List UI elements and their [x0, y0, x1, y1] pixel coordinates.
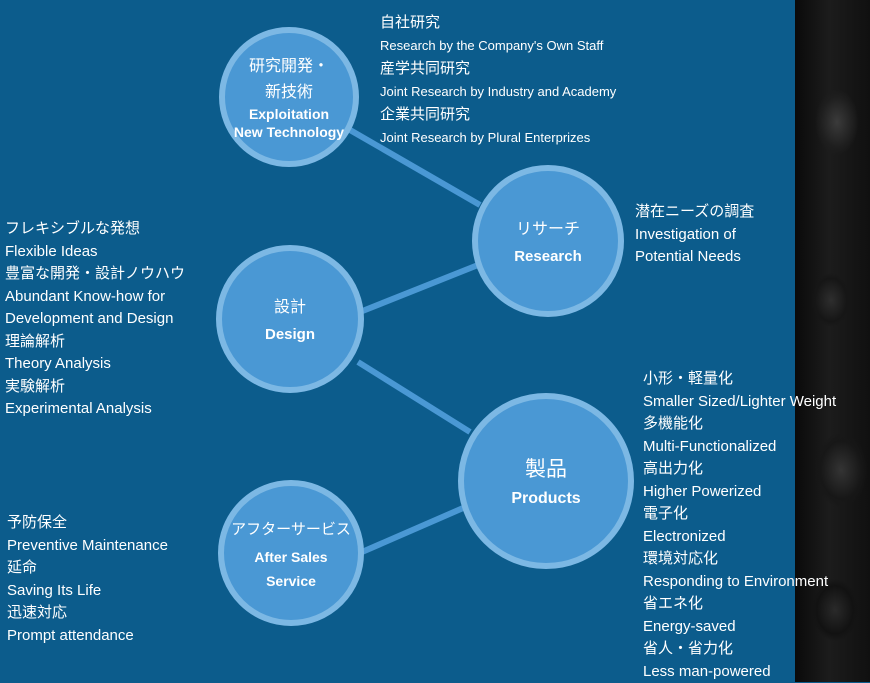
node-after-sales-en-1: After Sales — [254, 548, 327, 566]
design-item: フレキシブルな発想 — [5, 218, 185, 241]
products-item: 多機能化 — [643, 413, 836, 436]
node-design: 設計 Design — [216, 245, 364, 393]
products-item: 高出力化 — [643, 458, 836, 481]
after-sales-item: 延命 — [7, 557, 168, 580]
node-products: 製品 Products — [458, 393, 634, 569]
products-item: 小形・軽量化 — [643, 368, 836, 391]
node-design-en: Design — [265, 326, 315, 344]
products-item: Energy-saved — [643, 616, 836, 639]
products-item: Multi-Functionalized — [643, 436, 836, 459]
products-item: 省エネ化 — [643, 593, 836, 616]
products-item: 省人・省力化 — [643, 638, 836, 661]
node-exploitation: 研究開発・ 新技術 Exploitation New Technology — [219, 27, 359, 167]
products-item: Electronized — [643, 526, 836, 549]
node-exploitation-en-2: New Technology — [234, 123, 344, 141]
node-research-en: Research — [514, 248, 582, 266]
products-text-block: 小形・軽量化 Smaller Sized/Lighter Weight 多機能化… — [643, 368, 836, 683]
node-products-jp: 製品 — [525, 454, 567, 484]
design-item: Flexible Ideas — [5, 241, 185, 264]
after-sales-item: Saving Its Life — [7, 580, 168, 603]
node-after-sales-jp: アフターサービス — [231, 516, 351, 542]
design-item: 豊富な開発・設計ノウハウ — [5, 263, 185, 286]
products-item: Smaller Sized/Lighter Weight — [643, 391, 836, 414]
exploitation-item: 企業共同研究 — [380, 103, 616, 126]
node-products-en: Products — [511, 490, 580, 508]
node-research: リサーチ Research — [472, 165, 624, 317]
after-sales-item: 迅速対応 — [7, 602, 168, 625]
connector-design-products — [358, 362, 470, 432]
connector-aftersales-products — [362, 505, 470, 552]
design-item: Abundant Know-how for — [5, 286, 185, 309]
research-item: 潜在ニーズの調査 — [635, 201, 754, 224]
design-item: Experimental Analysis — [5, 398, 185, 421]
after-sales-item: Preventive Maintenance — [7, 535, 168, 558]
node-after-sales-en-2: Service — [266, 572, 316, 590]
design-text-block: フレキシブルな発想 Flexible Ideas 豊富な開発・設計ノウハウ Ab… — [5, 218, 185, 421]
exploitation-item: 自社研究 — [380, 11, 616, 34]
design-item: 理論解析 — [5, 331, 185, 354]
research-item: Investigation of — [635, 224, 754, 247]
node-after-sales: アフターサービス After Sales Service — [218, 480, 364, 626]
node-research-jp: リサーチ — [516, 216, 580, 242]
products-item: Responding to Environment — [643, 571, 836, 594]
products-item: 環境対応化 — [643, 548, 836, 571]
exploitation-text-block: 自社研究 Research by the Company's Own Staff… — [380, 11, 616, 149]
after-sales-text-block: 予防保全 Preventive Maintenance 延命 Saving It… — [7, 512, 168, 647]
exploitation-item: Joint Research by Plural Enterprizes — [380, 126, 616, 149]
after-sales-item: 予防保全 — [7, 512, 168, 535]
products-item: Higher Powerized — [643, 481, 836, 504]
exploitation-item: 産学共同研究 — [380, 57, 616, 80]
node-exploitation-jp-2: 新技術 — [265, 79, 313, 105]
node-exploitation-en-1: Exploitation — [249, 105, 329, 123]
exploitation-item: Joint Research by Industry and Academy — [380, 80, 616, 103]
research-text-block: 潜在ニーズの調査 Investigation of Potential Need… — [635, 201, 754, 269]
products-item: Less man-powered — [643, 661, 836, 683]
node-design-jp: 設計 — [274, 294, 306, 320]
node-exploitation-jp-1: 研究開発・ — [249, 53, 329, 79]
exploitation-item: Research by the Company's Own Staff — [380, 34, 616, 57]
design-item: Development and Design — [5, 308, 185, 331]
research-item: Potential Needs — [635, 246, 754, 269]
design-item: Theory Analysis — [5, 353, 185, 376]
design-item: 実験解析 — [5, 376, 185, 399]
after-sales-item: Prompt attendance — [7, 625, 168, 648]
products-item: 電子化 — [643, 503, 836, 526]
connector-design-research — [360, 265, 478, 312]
